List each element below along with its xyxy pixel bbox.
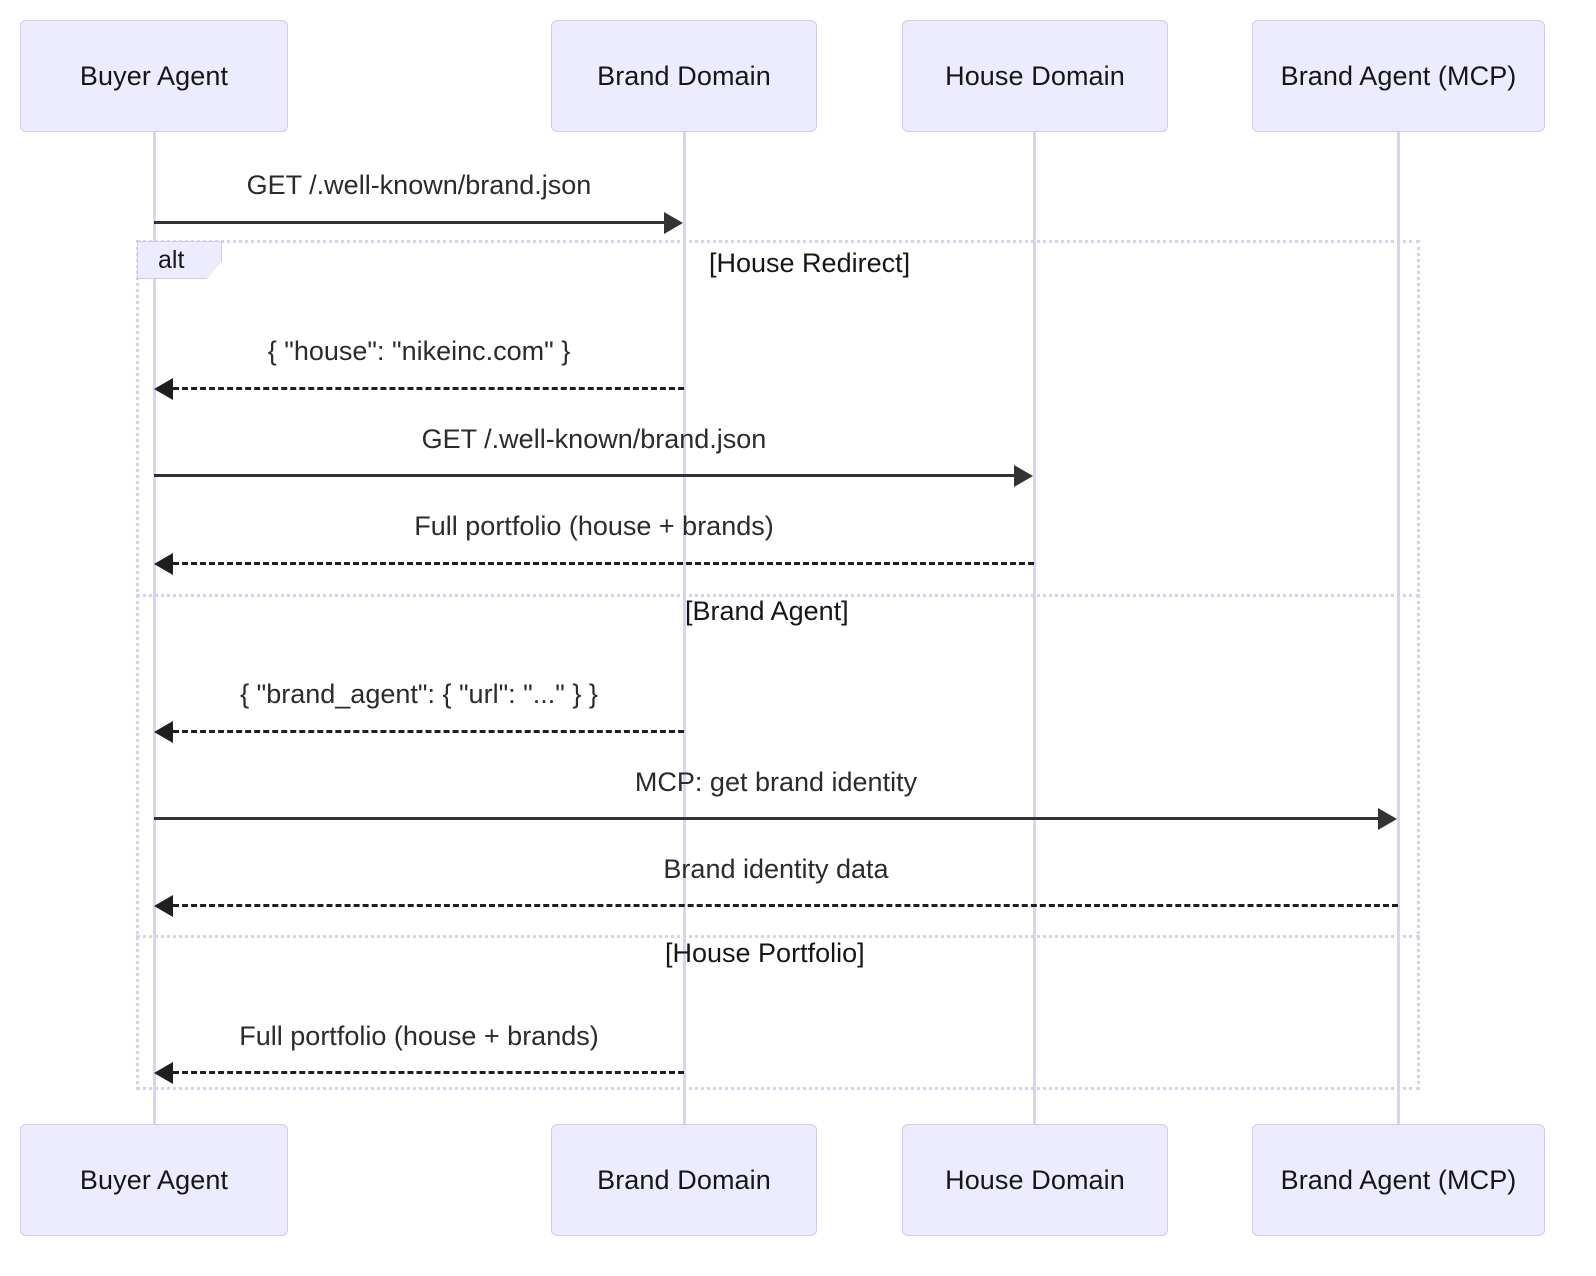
message-label-m6: MCP: get brand identity [634, 767, 918, 797]
participant-box-house-domain-bottom[interactable]: House Domain [902, 1124, 1168, 1236]
participant-label-brand-domain-top: Brand Domain [597, 60, 771, 91]
lifeline-house-domain [1033, 132, 1036, 1124]
message-arrowhead-m8 [154, 1062, 173, 1084]
participant-label-buyer-agent-top: Buyer Agent [79, 60, 229, 91]
message-line-m6 [154, 817, 1380, 820]
message-arrowhead-m2 [154, 378, 173, 400]
alt-fragment-frame [136, 240, 1420, 1090]
participant-label-buyer-agent-bottom: Buyer Agent [79, 1164, 229, 1195]
alt-section-divider-1 [136, 594, 1420, 597]
message-label-m3: GET /.well-known/brand.json [421, 424, 767, 454]
alt-section-label-house-portfolio: [House Portfolio] [665, 938, 865, 968]
participant-box-brand-agent-mcp-bottom[interactable]: Brand Agent (MCP) [1252, 1124, 1545, 1236]
message-arrowhead-m7 [154, 895, 173, 917]
participant-label-brand-agent-mcp-top: Brand Agent (MCP) [1280, 60, 1517, 91]
message-arrowhead-m5 [154, 721, 173, 743]
lifeline-brand-domain [683, 132, 686, 1124]
participant-box-brand-domain-top[interactable]: Brand Domain [551, 20, 817, 132]
participant-label-brand-domain-bottom: Brand Domain [597, 1164, 771, 1195]
alt-fragment-operator-label[interactable]: alt [137, 241, 222, 279]
message-line-m3 [154, 474, 1016, 477]
message-label-m8: Full portfolio (house + brands) [239, 1021, 599, 1051]
lifeline-buyer-agent [153, 132, 156, 1124]
participant-box-brand-domain-bottom[interactable]: Brand Domain [551, 1124, 817, 1236]
message-label-m7: Brand identity data [663, 854, 889, 884]
message-label-m4: Full portfolio (house + brands) [414, 511, 774, 541]
message-arrowhead-m1 [664, 212, 683, 234]
alt-section-divider-2 [136, 935, 1420, 938]
participant-label-house-domain-bottom: House Domain [945, 1164, 1125, 1195]
message-line-m8 [173, 1071, 684, 1074]
alt-section-label-house-redirect: [House Redirect] [709, 248, 911, 278]
message-line-m4 [173, 562, 1034, 565]
lifeline-brand-agent-mcp [1397, 132, 1400, 1124]
participant-box-brand-agent-mcp-top[interactable]: Brand Agent (MCP) [1252, 20, 1545, 132]
message-label-m1: GET /.well-known/brand.json [246, 170, 592, 200]
participant-box-house-domain-top[interactable]: House Domain [902, 20, 1168, 132]
message-arrowhead-m6 [1378, 808, 1397, 830]
message-arrowhead-m4 [154, 553, 173, 575]
alt-operator-text: alt [158, 245, 185, 274]
message-line-m2 [173, 387, 684, 390]
message-line-m1 [154, 221, 666, 224]
message-label-m5: { "brand_agent": { "url": "..." } } [240, 679, 598, 709]
message-line-m5 [173, 730, 684, 733]
participant-box-buyer-agent-bottom[interactable]: Buyer Agent [20, 1124, 288, 1236]
message-arrowhead-m3 [1014, 465, 1033, 487]
participant-label-brand-agent-mcp-bottom: Brand Agent (MCP) [1280, 1164, 1517, 1195]
participant-label-house-domain-top: House Domain [945, 60, 1125, 91]
participant-box-buyer-agent-top[interactable]: Buyer Agent [20, 20, 288, 132]
message-line-m7 [173, 904, 1398, 907]
alt-section-label-brand-agent: [Brand Agent] [685, 596, 849, 626]
message-label-m2: { "house": "nikeinc.com" } [267, 336, 571, 366]
